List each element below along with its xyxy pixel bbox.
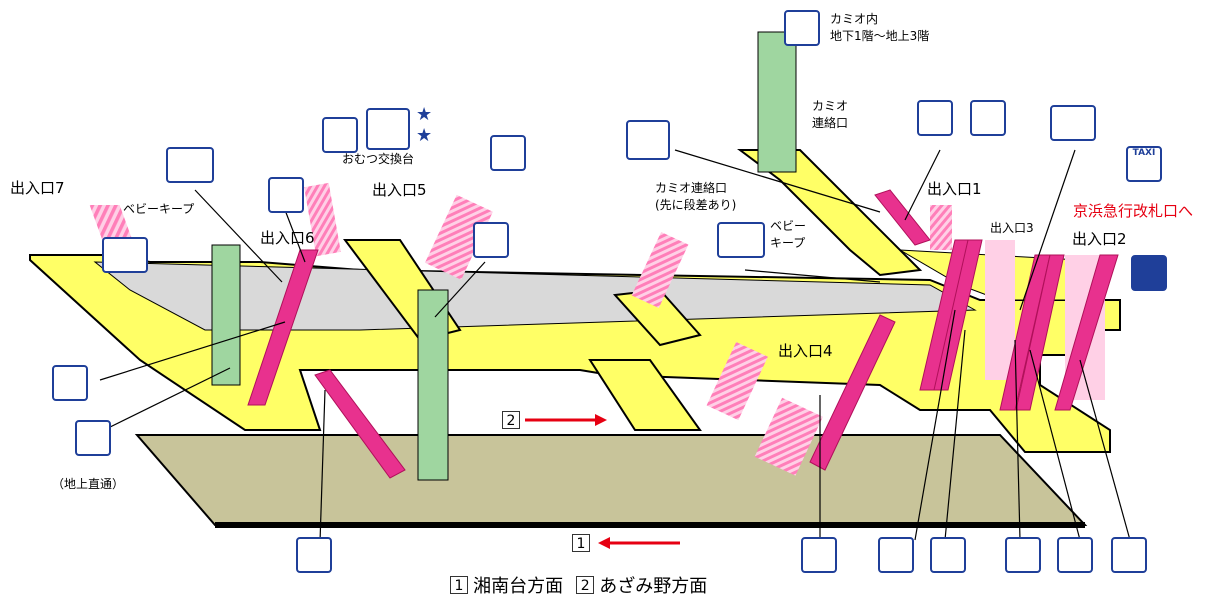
- diaper-label: おむつ交換台: [342, 152, 415, 166]
- track-marker-1: 1: [572, 534, 590, 552]
- escalator-exit3-a: [999, 254, 1051, 411]
- kamio-inner-line1: カミオ内: [830, 12, 879, 26]
- exit2-label: 出入口2: [1072, 230, 1127, 248]
- kamio-connect-mid-line2: (先に段差あり): [655, 198, 737, 212]
- escalator-up-icon: [52, 365, 88, 401]
- escalator-up-icon: [801, 537, 837, 573]
- keikyu-label: 京浜急行改札口へ: [1073, 202, 1194, 220]
- legend-text-2: あざみ野方面: [599, 576, 708, 597]
- taxi-label: TAXI: [1132, 148, 1156, 158]
- legend-num-2: 2: [576, 576, 595, 594]
- kamio-connect-top-line2: 連絡口: [812, 116, 849, 130]
- elevator-icon: [473, 222, 509, 258]
- bus-icon: [490, 135, 526, 171]
- legend-text-1: 湘南台方面: [473, 576, 564, 597]
- ground-direct-label: （地上直通）: [52, 477, 125, 491]
- escalator-up-icon: [917, 100, 953, 136]
- elevator-icon: [784, 10, 820, 46]
- platform-floor: [134, 434, 1088, 526]
- escalator-exit4: [809, 314, 896, 471]
- escalator-up-icon: [1005, 537, 1041, 573]
- escalator-down-icon: [296, 537, 332, 573]
- legend-num-1: 1: [450, 576, 468, 594]
- intercom-icon: [1131, 255, 1167, 291]
- baby-keep-right-line1: ベビー: [770, 219, 807, 233]
- escalator-accessible-icon: [1057, 537, 1093, 573]
- ticket-machine-icon: [102, 237, 148, 273]
- stairs-platform: [754, 397, 823, 476]
- kamio-connect-top-line1: カミオ: [812, 99, 849, 113]
- stairs-mid: [631, 231, 689, 309]
- escalator-down-icon: [970, 100, 1006, 136]
- elevator-kamio: [757, 31, 797, 173]
- exit3-label: 出入口3: [990, 221, 1034, 235]
- kamio-connector: [737, 149, 923, 277]
- escalator-kamio: [874, 189, 931, 246]
- track-marker-2: 2: [502, 411, 520, 429]
- lower-branch: [588, 359, 702, 431]
- escalator-exit3-b: [1015, 254, 1065, 411]
- escalator-exit1-b: [933, 239, 983, 391]
- track-arrowhead-right: [595, 414, 607, 426]
- escalator-exit2: [1054, 254, 1119, 411]
- toilet-icon: [166, 147, 214, 183]
- stairs-exit1: [930, 205, 952, 250]
- ticket-machine-icon: [1050, 105, 1096, 141]
- exit4-label: 出入口4: [778, 342, 833, 360]
- kamio-connect-mid-line1: カミオ連絡口: [655, 181, 728, 195]
- track-arrowhead-left: [598, 537, 610, 549]
- legend: 1 湘南台方面 2 あざみ野方面: [450, 572, 708, 597]
- stairs-exit6: [304, 182, 341, 257]
- leader-lines: [99, 149, 1131, 543]
- escalator-down-icon: [1111, 537, 1147, 573]
- stairs-exit3: [985, 240, 1015, 380]
- escalator-down-icon: [930, 537, 966, 573]
- escalator-exit6: [247, 249, 319, 406]
- kamio-inner-line2: 地下1階～地上3階: [830, 29, 930, 43]
- elevator-center: [417, 289, 449, 481]
- exit6-label: 出入口6: [260, 229, 315, 247]
- baby-keep-right-line2: キープ: [770, 236, 806, 250]
- baby-keep-left-label: ベビーキープ: [123, 202, 195, 216]
- escalators: [247, 189, 1119, 479]
- escalator-up-icon: [878, 537, 914, 573]
- exit5-label: 出入口5: [372, 181, 427, 199]
- taxi-icon: TAXI: [1126, 146, 1162, 182]
- exit7-label: 出入口7: [10, 179, 65, 197]
- stairs-exit5: [424, 194, 493, 280]
- exit1-label: 出入口1: [927, 180, 982, 198]
- elevator-left: [211, 244, 241, 386]
- stairs-exit4: [706, 341, 768, 421]
- wheelchair-icon: [322, 117, 358, 153]
- star-icon: ★★: [416, 104, 433, 146]
- escalator-platform-left: [314, 369, 406, 479]
- toilet-icon: [717, 222, 765, 258]
- wheelchair-icon: [626, 120, 670, 160]
- diaper-table-icon: [366, 108, 410, 150]
- elevator-icon: [75, 420, 111, 456]
- gray-passage: [93, 261, 977, 331]
- bus-icon: [268, 177, 304, 213]
